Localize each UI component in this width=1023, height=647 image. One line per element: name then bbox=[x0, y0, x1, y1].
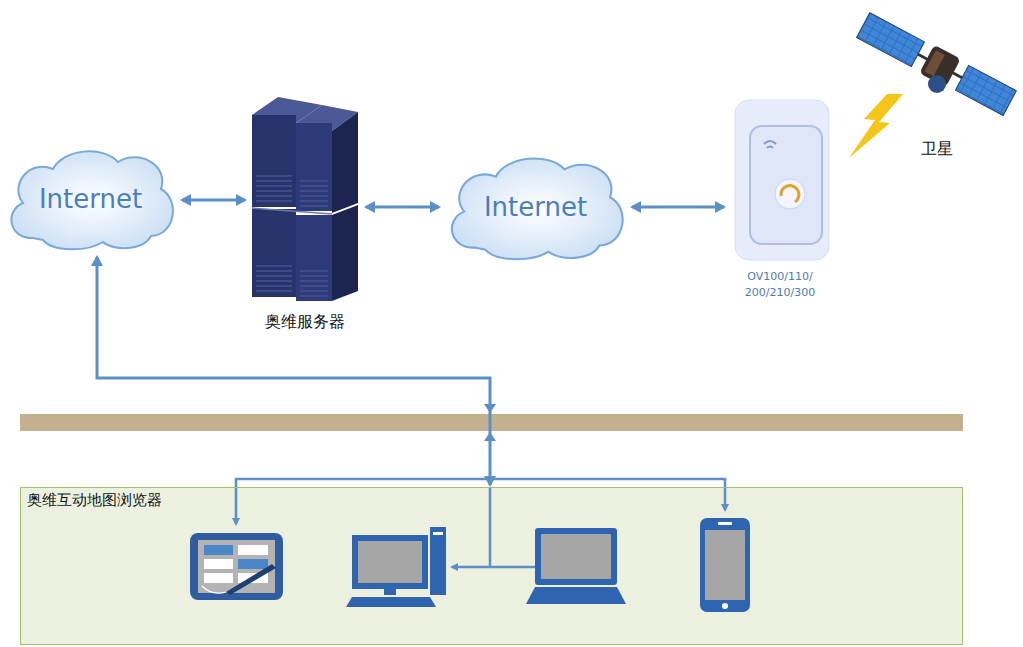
connector-arrow bbox=[366, 206, 439, 209]
desktop-icon bbox=[346, 527, 446, 607]
phone-icon bbox=[700, 518, 750, 612]
node-label: 卫星 bbox=[921, 139, 953, 160]
server-icon bbox=[248, 95, 362, 335]
node-label: 奥维服务器 bbox=[265, 312, 345, 333]
laptop-icon bbox=[526, 528, 626, 604]
node-label: Internet bbox=[39, 184, 142, 214]
node-label: 奥维互动地图浏览器 bbox=[27, 491, 162, 510]
satellite-icon bbox=[845, 2, 1021, 160]
server-node: 奥维服务器 bbox=[248, 95, 362, 335]
lightning-bolt bbox=[849, 94, 903, 158]
terminal-device: OV100/110/ 200/210/300 bbox=[728, 98, 832, 303]
tablet-icon bbox=[190, 533, 283, 600]
satellite-node: 卫星 bbox=[845, 2, 1021, 160]
distribution-lines bbox=[236, 479, 725, 567]
connector-arrow bbox=[182, 199, 245, 202]
internet-cloud: Internet bbox=[3, 145, 178, 252]
panel-ground bbox=[20, 487, 963, 645]
connector-arrow bbox=[632, 206, 724, 209]
internet-cloud: Internet bbox=[443, 152, 628, 262]
node-label: OV100/110/ 200/210/300 bbox=[739, 269, 821, 301]
browser-panel: 奥维互动地图浏览器 bbox=[20, 487, 963, 645]
node-label: Internet bbox=[484, 192, 587, 222]
